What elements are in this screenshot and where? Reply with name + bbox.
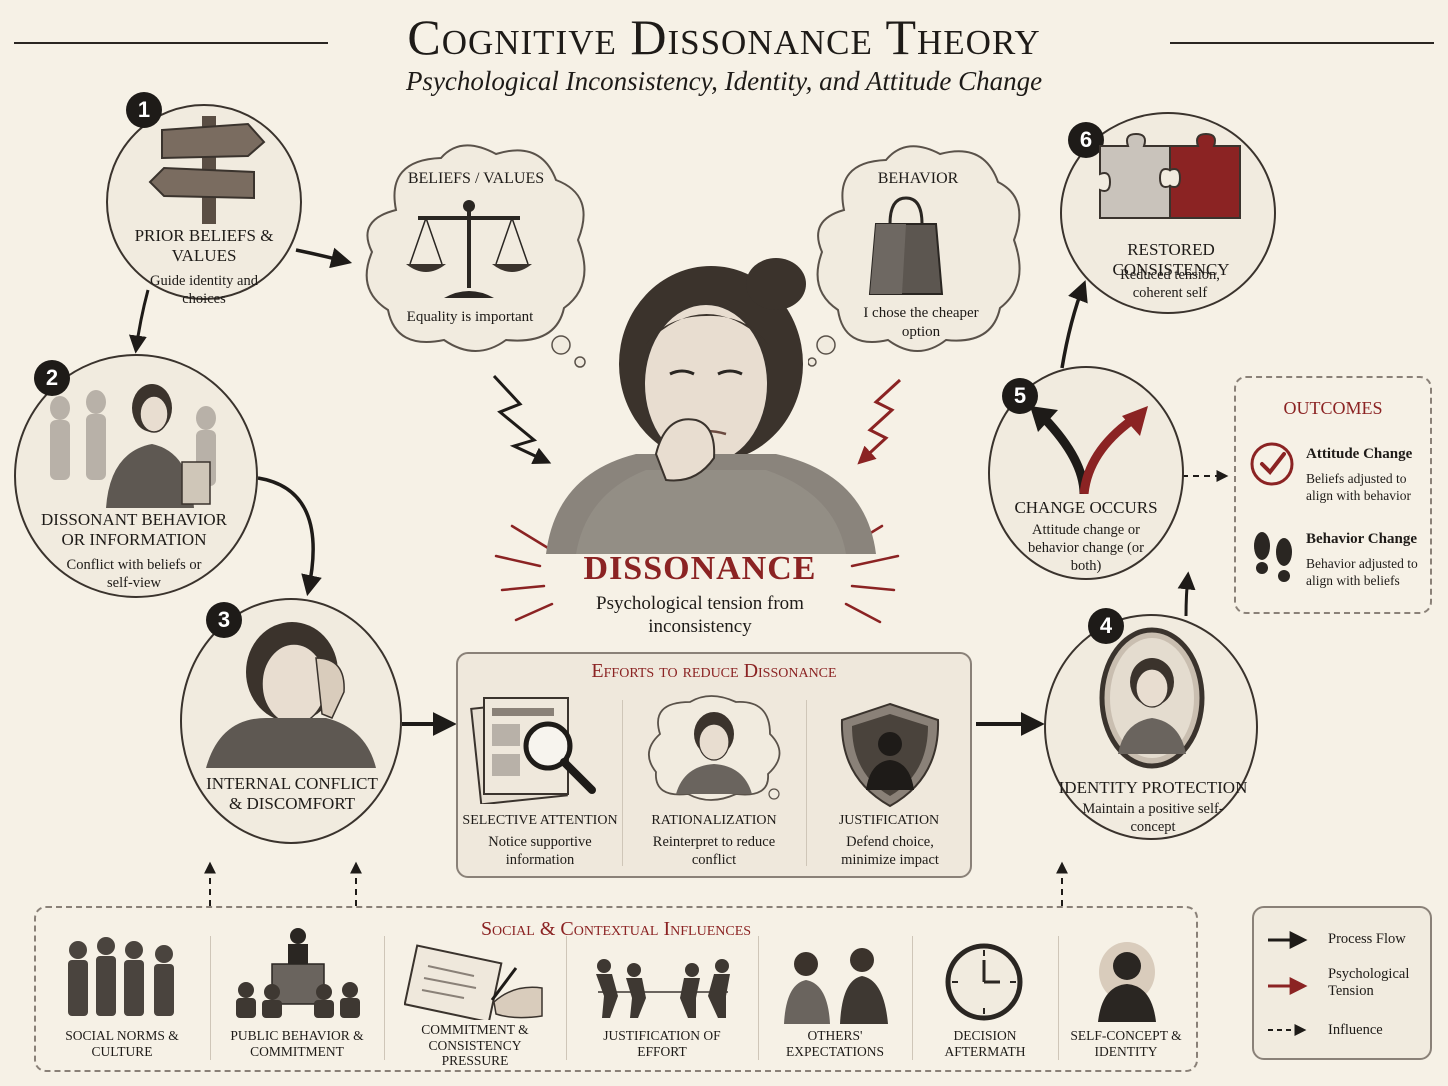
- puzzle-pieces-icon: [1099, 132, 1241, 219]
- outcome-1-desc: Beliefs adjusted to align with behavior: [1306, 471, 1411, 503]
- tug-of-war-icon: [596, 959, 730, 1018]
- title-rule-right: [1170, 42, 1434, 44]
- page-title: Cognitive Dissonance Theory: [407, 9, 1041, 65]
- beliefs-cloud-title: Beliefs / Values: [407, 170, 545, 187]
- tension-bolt-left: [492, 374, 552, 465]
- step-3-number: 3: [206, 602, 242, 638]
- legend-symbols: [1268, 931, 1308, 1036]
- influences-title: Social & Contextual Influences: [480, 918, 752, 940]
- newspaper-magnifier-icon: [470, 697, 596, 804]
- title-rule-left: [14, 42, 328, 44]
- step-2-title: Dissonant Behavior or Information: [41, 510, 227, 550]
- behavior-cloud-title: Behavior: [877, 170, 959, 187]
- step-6-title: Restored Consistency: [1112, 240, 1230, 280]
- shield-icon: [840, 702, 940, 808]
- step-6-desc: Reduced tension, coherent self: [1120, 267, 1220, 302]
- group-icon: [68, 937, 174, 1016]
- footprints-icon: [1254, 532, 1292, 582]
- clock-icon: [945, 943, 1023, 1021]
- signing-document-icon: [404, 944, 543, 1020]
- tension-bolt-right: [857, 378, 902, 465]
- influences-divider-3: [566, 936, 567, 1060]
- flow-arrow-2-to-3: [257, 476, 322, 597]
- effort-3-desc: Defend choice, minimize impact: [841, 834, 939, 869]
- influences-divider-4: [758, 936, 759, 1060]
- efforts-title: Efforts to reduce Dissonance: [591, 660, 837, 682]
- efforts-divider-2: [806, 700, 807, 866]
- effort-2-title: Rationalization: [651, 813, 777, 828]
- checkmark-icon: [1250, 442, 1294, 486]
- signpost-icon: [148, 116, 266, 224]
- dissonance-desc: Psychological tension from inconsistency: [596, 593, 804, 637]
- efforts-divider-1: [622, 700, 623, 866]
- influence-4-label: Justification of Effort: [603, 1028, 721, 1059]
- step-6-number: 6: [1068, 122, 1104, 158]
- beliefs-cloud-desc: Equality is important: [406, 309, 534, 325]
- step-4-desc: Maintain a positive self-concept: [1082, 801, 1224, 836]
- outcome-1-title: Attitude Change: [1306, 446, 1413, 462]
- podium-icon: [236, 928, 360, 1018]
- diverging-arrows-icon: [1030, 406, 1148, 494]
- outcomes-box: [1234, 376, 1432, 614]
- influence-2-label: Public Behavior & Commitment: [230, 1028, 364, 1059]
- influence-1-label: Social Norms & Culture: [65, 1028, 179, 1059]
- step-3-title: Internal Conflict & Discomfort: [206, 774, 378, 814]
- flow-arrow-4-to-5: [1177, 571, 1196, 617]
- silhouette-icon: [1098, 942, 1156, 1022]
- influence-3-label: Commitment & Consistency Pressure: [421, 1022, 529, 1069]
- influence-5-label: Others' Expectations: [786, 1028, 884, 1059]
- effort-3-title: Justification: [838, 813, 940, 828]
- legend-psychological-tension: Psychological Tension: [1328, 966, 1410, 1000]
- step-5-desc: Attitude change or behavior change (or b…: [1028, 522, 1144, 575]
- step-2-number: 2: [34, 360, 70, 396]
- page-subtitle: Psychological Inconsistency, Identity, a…: [405, 66, 1043, 96]
- influence-6-label: Decision Aftermath: [944, 1028, 1026, 1059]
- influences-divider-6: [1058, 936, 1059, 1060]
- distressed-woman-icon: [206, 622, 376, 768]
- thinking-person-icon: [648, 695, 781, 801]
- flow-arrow-1-to-beliefs: [295, 247, 353, 269]
- legend-process-flow: Process Flow: [1328, 931, 1406, 947]
- influences-divider-2: [384, 936, 385, 1060]
- step-1-desc: Guide identity and choices: [150, 273, 258, 308]
- influences-box: [34, 906, 1198, 1072]
- woman-with-shopping-bags-icon: [50, 384, 216, 508]
- shopping-bag-icon: [868, 196, 944, 295]
- outcome-2-desc: Behavior adjusted to align with beliefs: [1306, 556, 1418, 588]
- dissonance-title: DISSONANCE: [583, 550, 817, 587]
- behavior-cloud-desc: I chose the cheaper option: [863, 305, 979, 340]
- flow-arrow-1-to-2: [128, 289, 150, 354]
- legend-box: [1252, 906, 1432, 1060]
- influence-7-label: Self-Concept & Identity: [1070, 1028, 1182, 1059]
- step-5-title: Change Occurs: [1014, 498, 1158, 517]
- step-4-title: Identity Protection: [1058, 778, 1248, 797]
- scales-icon: [406, 200, 532, 298]
- step-2-desc: Conflict with beliefs or self-view: [66, 557, 202, 592]
- influences-divider-5: [912, 936, 913, 1060]
- effort-1-desc: Notice supportive information: [488, 834, 592, 869]
- outcome-2-title: Behavior Change: [1306, 531, 1417, 547]
- influences-divider-1: [210, 936, 211, 1060]
- outcomes-title: OUTCOMES: [1283, 398, 1383, 418]
- effort-2-desc: Reinterpret to reduce conflict: [652, 834, 776, 869]
- effort-1-title: Selective Attention: [462, 813, 618, 828]
- flow-arrow-5-to-6: [1060, 280, 1088, 369]
- beliefs-cloud-shape: [365, 144, 586, 368]
- step-1-number: 1: [126, 92, 162, 128]
- mirror-icon: [1099, 627, 1205, 769]
- conversation-icon: [784, 948, 888, 1024]
- step-1-title: Prior Beliefs & Values: [134, 226, 274, 266]
- step-4-number: 4: [1088, 608, 1124, 644]
- troubled-woman-illustration: [546, 258, 876, 554]
- legend-influence: Influence: [1328, 1022, 1383, 1038]
